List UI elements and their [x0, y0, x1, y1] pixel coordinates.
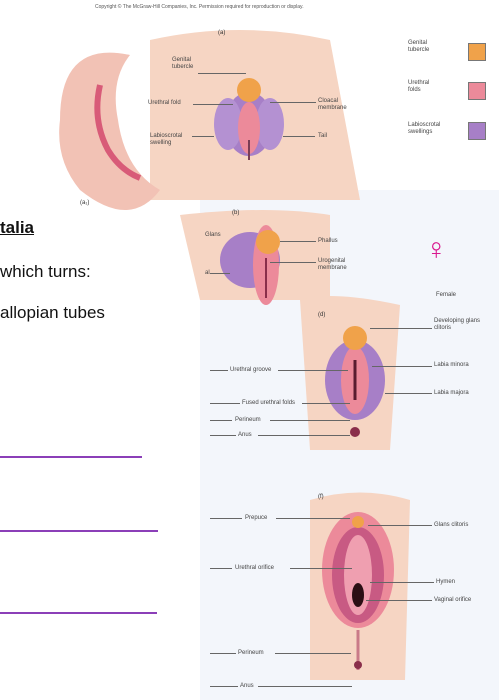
female-symbol-icon: ♀	[425, 235, 448, 265]
label-line	[280, 241, 316, 242]
label-line	[210, 686, 238, 687]
label-line	[192, 136, 214, 137]
label-line	[210, 420, 232, 421]
label-anus-2: Anus	[240, 683, 254, 689]
label-line	[258, 686, 352, 687]
legend-swatch-labioscrotal-swellings	[468, 122, 486, 140]
label-line	[302, 403, 350, 404]
label-line	[198, 73, 246, 74]
label-female: Female	[436, 292, 456, 298]
label-line	[366, 600, 432, 601]
label-fused-urethral-folds: Fused urethral folds	[242, 400, 295, 406]
panel-label-d: (d)	[318, 312, 325, 318]
label-line	[210, 435, 236, 436]
label-line	[370, 328, 432, 329]
label-prepuce: Prepuce	[245, 515, 267, 521]
panel-label-a1: (a₁)	[80, 200, 89, 206]
legend-swatch-genital-tubercle	[468, 43, 486, 61]
label-perineum-2: Perineum	[238, 650, 264, 656]
panel-label-a: (a)	[218, 30, 225, 36]
label-glans-partial: Glans	[205, 232, 221, 238]
label-glans-clitoris: Glans clitoris	[434, 522, 468, 528]
label-line	[210, 403, 240, 404]
legend-swatch-urethral-folds	[468, 82, 486, 100]
label-line	[368, 525, 432, 526]
label-urogenital-membrane: Urogenital membrane	[318, 258, 358, 272]
label-line	[278, 370, 348, 371]
label-line	[275, 653, 351, 654]
label-urethral-orifice: Urethral orifice	[235, 565, 274, 571]
label-line	[210, 370, 228, 371]
label-vaginal-orifice: Vaginal orifice	[434, 597, 471, 603]
label-tail: Tail	[318, 133, 327, 139]
panel-label-f: (f)	[318, 494, 324, 500]
label-line	[276, 518, 350, 519]
label-line	[210, 518, 242, 519]
label-line	[210, 653, 236, 654]
label-urethral-groove: Urethral groove	[230, 367, 271, 373]
label-genital-tubercle: Genital tubercle	[172, 57, 202, 71]
label-al-partial: al	[205, 270, 210, 276]
label-labioscrotal-swelling: Labioscrotal swelling	[150, 133, 190, 147]
label-line	[270, 262, 316, 263]
label-line	[370, 582, 434, 583]
label-line	[385, 393, 432, 394]
label-line	[372, 366, 432, 367]
legend-label-labioscrotal-swellings: Labioscrotal swellings	[408, 122, 446, 136]
label-line	[270, 102, 316, 103]
label-line	[270, 420, 350, 421]
label-cloacal-membrane: Cloacal membrane	[318, 98, 348, 112]
label-anus: Anus	[238, 432, 252, 438]
label-line	[283, 136, 315, 137]
label-line	[290, 568, 352, 569]
label-phallus: Phallus	[318, 238, 338, 244]
legend-label-genital-tubercle: Genital tubercle	[408, 40, 442, 54]
panel-label-b: (b)	[232, 210, 239, 216]
label-perineum: Perineum	[235, 417, 261, 423]
label-developing-glans: Developing glans clitoris	[434, 318, 494, 332]
label-line	[193, 104, 233, 105]
label-urethral-fold: Urethral fold	[148, 100, 181, 106]
label-line	[258, 435, 350, 436]
legend-label-urethral-folds: Urethral folds	[408, 80, 442, 94]
label-labia-majora: Labia majora	[434, 390, 469, 396]
label-line	[210, 273, 230, 274]
label-line	[210, 568, 232, 569]
label-hymen: Hymen	[436, 579, 455, 585]
label-labia-minora: Labia minora	[434, 362, 469, 368]
